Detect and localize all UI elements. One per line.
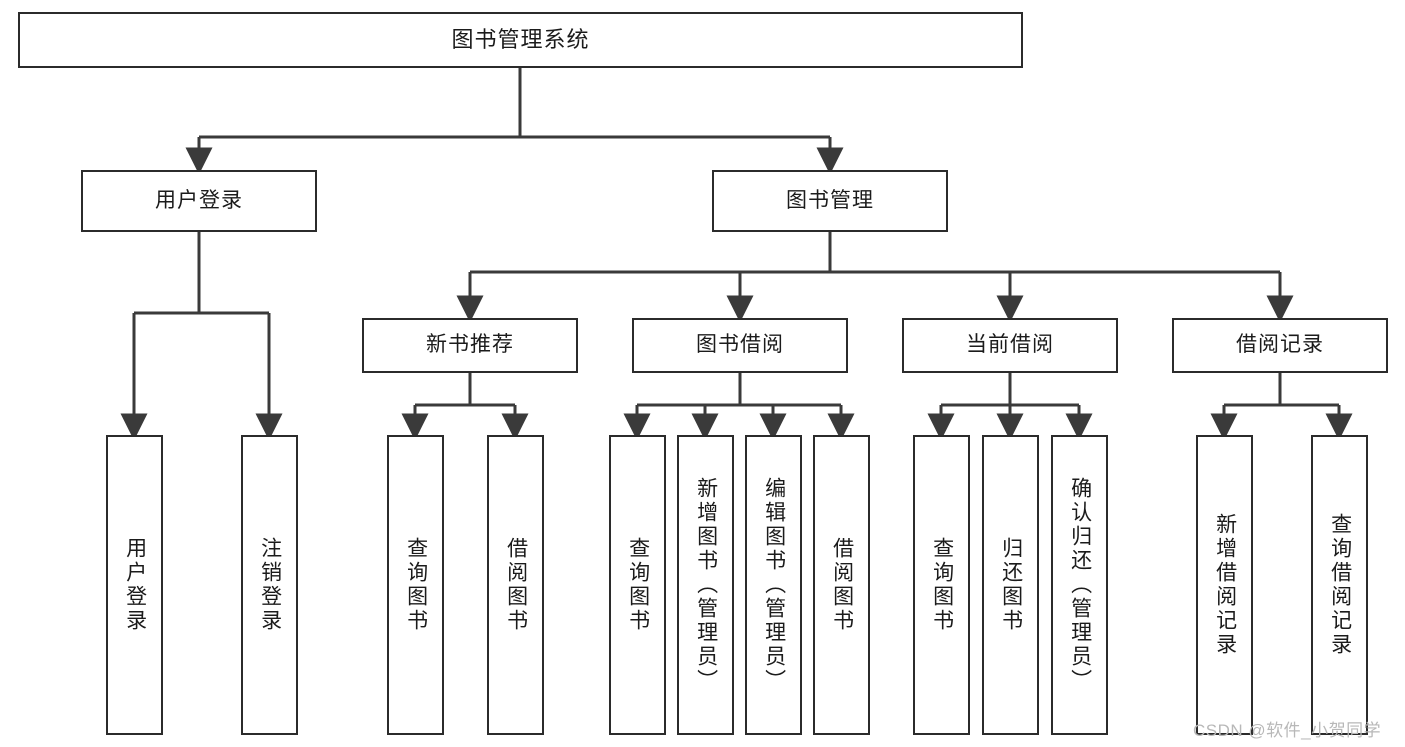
node-label: 借阅图书	[830, 537, 854, 633]
node-label: 确认归还（管理员）	[1068, 477, 1092, 693]
leaf-book-borrow-query[interactable]: 查询图书	[609, 435, 666, 735]
node-label: 图书管理	[786, 188, 874, 212]
node-label: 查询图书	[930, 537, 954, 633]
leaf-user-login-login[interactable]: 用户登录	[106, 435, 163, 735]
node-label: 借阅记录	[1236, 333, 1324, 357]
node-label: 注销登录	[258, 537, 282, 633]
node-current-borrow[interactable]: 当前借阅	[902, 318, 1118, 373]
leaf-current-borrow-return[interactable]: 归还图书	[982, 435, 1039, 735]
node-label: 新增图书（管理员）	[694, 477, 718, 693]
leaf-user-login-logout[interactable]: 注销登录	[241, 435, 298, 735]
node-label: 图书借阅	[696, 333, 784, 357]
node-label: 编辑图书（管理员）	[762, 477, 786, 693]
leaf-new-book-borrow[interactable]: 借阅图书	[487, 435, 544, 735]
node-label: 查询图书	[404, 537, 428, 633]
leaf-borrow-record-query[interactable]: 查询借阅记录	[1311, 435, 1368, 735]
node-root-book-management-system[interactable]: 图书管理系统	[18, 12, 1023, 68]
node-user-login[interactable]: 用户登录	[81, 170, 317, 232]
node-label: 用户登录	[155, 188, 243, 212]
node-label: 查询图书	[626, 537, 650, 633]
node-borrow-record[interactable]: 借阅记录	[1172, 318, 1388, 373]
leaf-current-borrow-confirm-return[interactable]: 确认归还（管理员）	[1051, 435, 1108, 735]
node-label: 用户登录	[123, 537, 147, 633]
leaf-borrow-record-add[interactable]: 新增借阅记录	[1196, 435, 1253, 735]
node-label: 当前借阅	[966, 333, 1054, 357]
node-new-book-recommend[interactable]: 新书推荐	[362, 318, 578, 373]
leaf-current-borrow-query[interactable]: 查询图书	[913, 435, 970, 735]
node-label: 新增借阅记录	[1213, 513, 1237, 657]
leaf-book-borrow-borrow[interactable]: 借阅图书	[813, 435, 870, 735]
node-book-borrow[interactable]: 图书借阅	[632, 318, 848, 373]
node-book-management[interactable]: 图书管理	[712, 170, 948, 232]
node-label: 查询借阅记录	[1328, 513, 1352, 657]
node-label: 借阅图书	[504, 537, 528, 633]
csdn-watermark: CSDN @软件_小贺同学	[1193, 721, 1382, 740]
leaf-book-borrow-add[interactable]: 新增图书（管理员）	[677, 435, 734, 735]
leaf-new-book-query[interactable]: 查询图书	[387, 435, 444, 735]
node-label: 新书推荐	[426, 333, 514, 357]
leaf-book-borrow-edit[interactable]: 编辑图书（管理员）	[745, 435, 802, 735]
node-label: 归还图书	[999, 537, 1023, 633]
node-label: 图书管理系统	[451, 27, 590, 53]
